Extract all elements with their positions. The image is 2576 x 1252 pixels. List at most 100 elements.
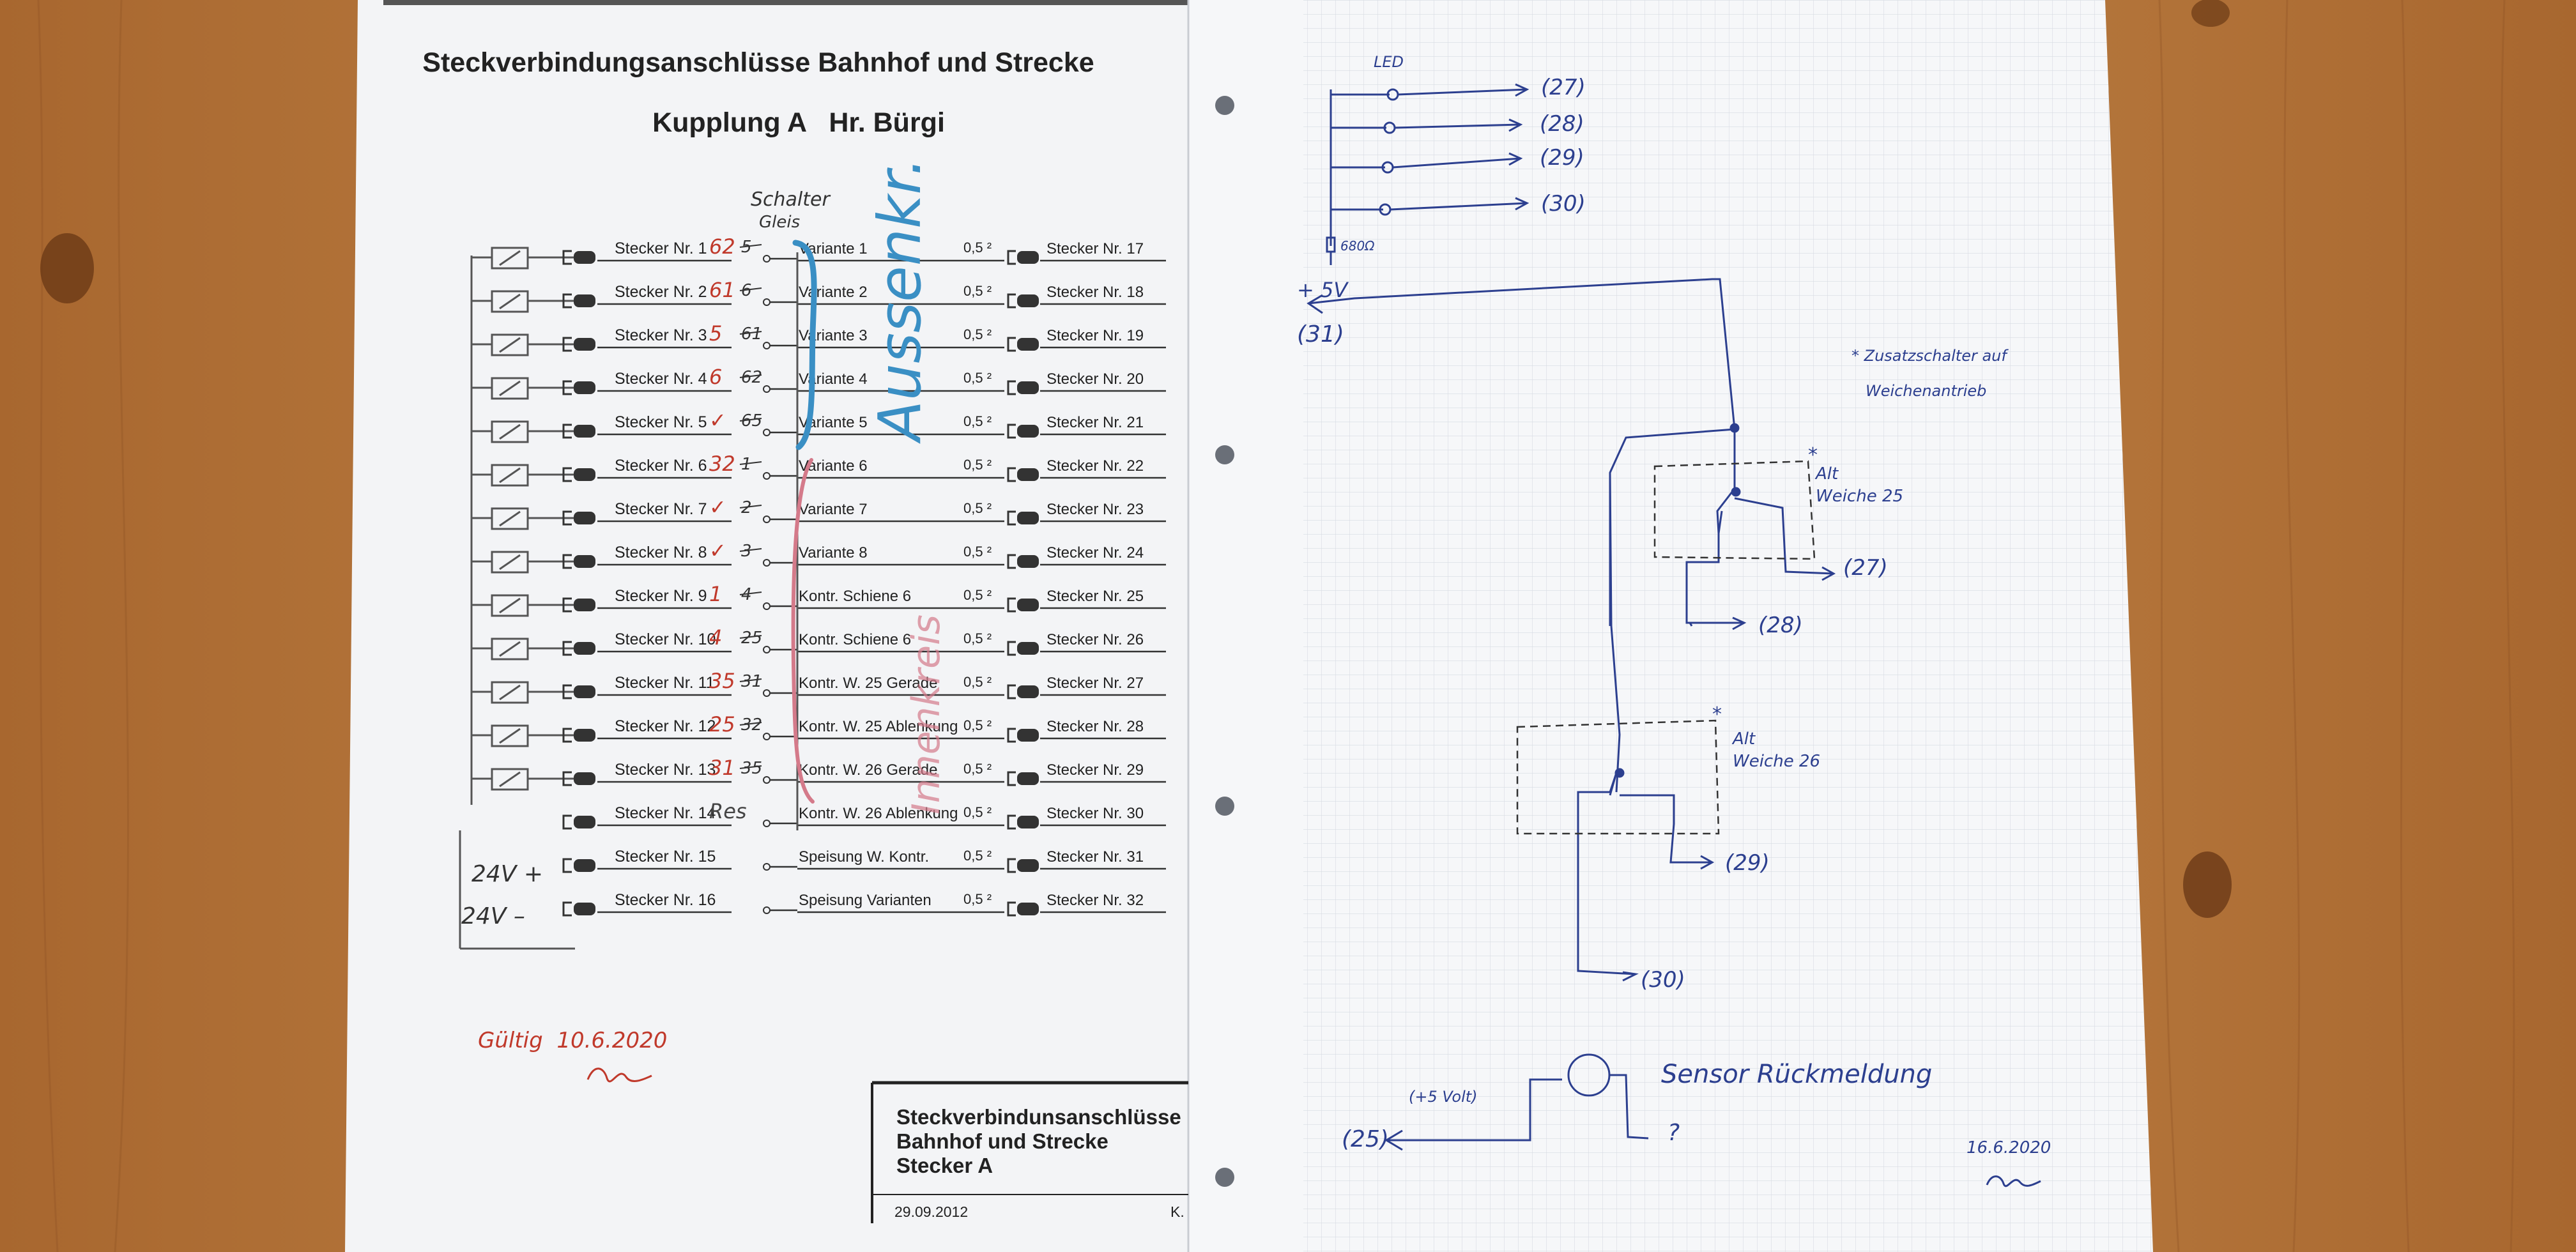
- handwritten-mark: 6: [709, 365, 722, 389]
- plug-socket: [562, 337, 572, 352]
- title-block-line3: Stecker A: [896, 1154, 993, 1177]
- stecker-label-right: Stecker Nr. 30: [1046, 805, 1144, 822]
- title-block-date: 29.09.2012: [894, 1203, 968, 1220]
- plug-socket: [1007, 337, 1016, 352]
- switch-a-star: *: [1808, 444, 1818, 466]
- strike-through: [739, 244, 762, 248]
- handwritten-mark: 32: [709, 452, 735, 476]
- plug-icon: [1017, 512, 1039, 524]
- plug-socket: [1007, 684, 1016, 699]
- plug-socket: [562, 858, 572, 873]
- plug-socket: [562, 641, 572, 656]
- variante-label: Variante 4: [799, 370, 868, 388]
- plug-icon: [574, 685, 595, 698]
- variante-label: Kontr. W. 26 Ablenkung: [799, 805, 958, 822]
- plug-socket: [1007, 380, 1016, 395]
- plug-socket: [1007, 250, 1016, 265]
- variante-label: Kontr. W. 25 Ablenkung: [799, 718, 958, 735]
- stecker-label-left: Stecker Nr. 16: [615, 891, 716, 909]
- handwritten-mark: 4: [709, 625, 722, 650]
- stecker-label-right: Stecker Nr. 22: [1046, 457, 1144, 475]
- resistor-label: 680Ω: [1340, 238, 1375, 254]
- switch-b-out-1: (29): [1725, 850, 1770, 876]
- plug-icon: [1017, 729, 1039, 742]
- relay-diagonal: [499, 467, 521, 484]
- switch-a-out-2: (28): [1758, 613, 1803, 638]
- wood-knot: [2191, 0, 2230, 27]
- variante-label: Variante 3: [799, 327, 868, 344]
- plug-icon: [574, 816, 595, 828]
- switch-boxes: [1516, 460, 1816, 835]
- handwritten-mark: ✓: [709, 538, 726, 563]
- handwritten-old-mark: 1: [741, 455, 752, 474]
- plug-socket: [562, 554, 572, 569]
- stecker-label-left: Stecker Nr. 13: [615, 761, 716, 779]
- plug-socket: [1007, 424, 1016, 439]
- switch-b-label-1: Alt: [1731, 729, 1756, 749]
- handwritten-mark: 5: [709, 321, 722, 346]
- right-sheet-date: 16.6.2020: [1966, 1138, 2051, 1157]
- plug-socket: [1007, 467, 1016, 482]
- handwritten-mark: 25: [709, 712, 735, 737]
- led-output-2: (28): [1540, 111, 1584, 137]
- plug-socket: [562, 728, 572, 743]
- stecker-label-right: Stecker Nr. 21: [1046, 414, 1144, 431]
- wood-knot: [40, 233, 94, 303]
- plug-icon: [574, 859, 595, 872]
- strike-through: [739, 548, 762, 552]
- handwritten-old-mark: 3: [741, 542, 752, 561]
- note-line2: Weichenantrieb: [1866, 382, 1986, 400]
- switch-a-label-1: Alt: [1814, 464, 1839, 484]
- strike-through: [739, 505, 762, 508]
- handwritten-mark: 62: [709, 234, 735, 259]
- variante-label: Speisung Varianten: [799, 892, 931, 909]
- title-block-line1: Steckverbindunsanschlüsse: [896, 1105, 1181, 1129]
- plug-icon: [574, 772, 595, 785]
- relay-diagonal: [499, 641, 521, 657]
- plug-socket: [1007, 814, 1016, 830]
- plug-socket: [1007, 554, 1016, 569]
- stecker-label-right: Stecker Nr. 28: [1046, 718, 1144, 735]
- plug-icon: [574, 555, 595, 568]
- stecker-label-right: Stecker Nr. 27: [1046, 675, 1144, 692]
- plug-socket: [562, 424, 572, 439]
- sensor-supply-label: (+5 Volt): [1409, 1088, 1478, 1106]
- stecker-label-left: Stecker Nr. 7: [615, 500, 707, 518]
- wire-size-label: 0,5 ²: [963, 500, 992, 516]
- stecker-label-left: Stecker Nr. 14: [615, 804, 716, 822]
- left-sheet-top-edge: [383, 0, 1188, 5]
- handwritten-mark: 35: [709, 669, 735, 693]
- stecker-label-left: Stecker Nr. 4: [615, 370, 707, 388]
- left-sheet: [345, 0, 1188, 1252]
- wire-size-label: 0,5 ²: [963, 587, 992, 603]
- plug-icon: [574, 381, 595, 394]
- plug-icon: [574, 903, 595, 915]
- handwritten-old-mark: 4: [741, 585, 752, 604]
- handwritten-mark: ✓: [709, 408, 726, 432]
- plug-icon: [1017, 251, 1039, 264]
- wire-size-label: 0,5 ²: [963, 326, 992, 342]
- plug-socket: [1007, 728, 1016, 743]
- plug-socket: [562, 380, 572, 395]
- title-block: Steckverbindunsanschlüsse Bahnhof und St…: [871, 1081, 1188, 1223]
- blue-bracket-label: Aussenkr.: [866, 157, 934, 444]
- relay-diagonal: [499, 684, 521, 701]
- strike-through: [739, 678, 762, 682]
- sensor-pin: (25): [1342, 1126, 1389, 1152]
- strike-through: [739, 287, 762, 291]
- plug-socket: [1007, 597, 1016, 613]
- relay-diagonal: [499, 424, 521, 440]
- led-label: LED: [1374, 53, 1404, 71]
- strike-through: [739, 331, 762, 335]
- plug-socket: [562, 814, 572, 830]
- strike-through: [739, 592, 762, 595]
- wire-size-label: 0,5 ²: [963, 717, 992, 733]
- plug-socket: [1007, 901, 1016, 917]
